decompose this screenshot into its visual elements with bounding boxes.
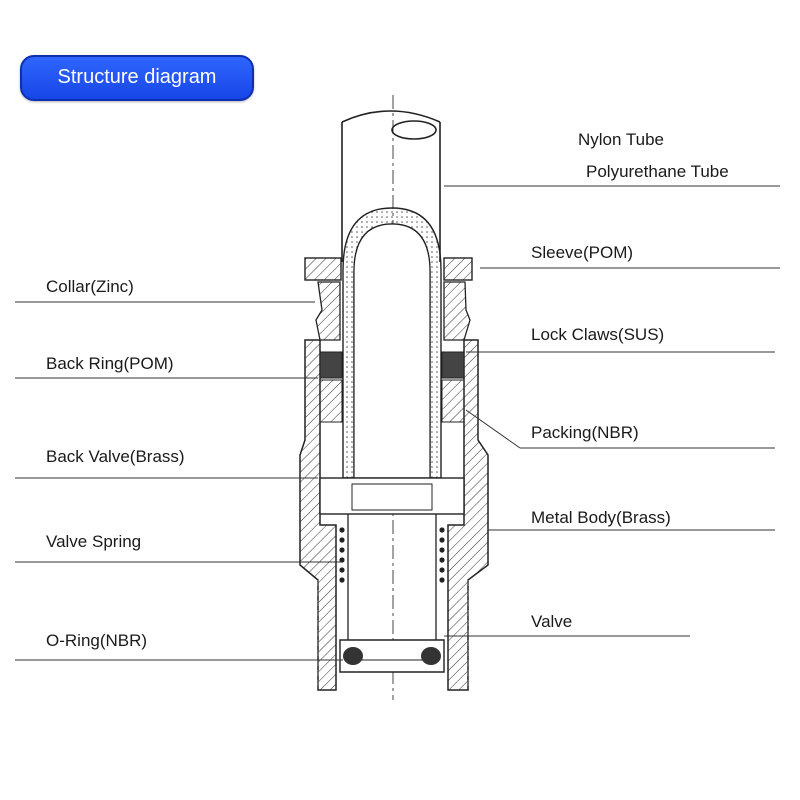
valve-spring-left — [339, 527, 345, 583]
collar-right — [443, 281, 471, 341]
packing-right — [441, 379, 465, 423]
tube — [341, 110, 441, 262]
diagram-title-badge: Structure diagram — [20, 55, 254, 101]
label-polyurethane-tube: Polyurethane Tube — [586, 162, 729, 181]
label-packing: Packing(NBR) — [531, 423, 639, 442]
back-ring-right — [441, 351, 465, 379]
label-o-ring: O-Ring(NBR) — [46, 631, 147, 650]
label-lock-claws: Lock Claws(SUS) — [531, 325, 664, 344]
label-valve-spring: Valve Spring — [46, 532, 141, 551]
sleeve-left — [304, 257, 342, 281]
o-ring-left — [343, 647, 363, 665]
label-sleeve: Sleeve(POM) — [531, 243, 633, 262]
leader-lines — [15, 185, 780, 661]
metal-body-right — [447, 339, 489, 691]
packing-left — [319, 379, 343, 423]
collar-left — [315, 281, 341, 341]
sleeve-right — [443, 257, 473, 281]
valve-spring-right — [439, 527, 445, 583]
label-back-valve: Back Valve(Brass) — [46, 447, 185, 466]
label-metal-body: Metal Body(Brass) — [531, 508, 671, 527]
metal-body-left — [299, 339, 337, 691]
valve — [339, 639, 445, 673]
tube-inner — [353, 223, 431, 479]
label-valve: Valve — [531, 612, 572, 631]
o-ring-right — [421, 647, 441, 665]
back-ring-left — [319, 351, 343, 379]
label-nylon-tube: Nylon Tube — [578, 130, 664, 149]
label-collar: Collar(Zinc) — [46, 277, 134, 296]
label-back-ring: Back Ring(POM) — [46, 354, 174, 373]
